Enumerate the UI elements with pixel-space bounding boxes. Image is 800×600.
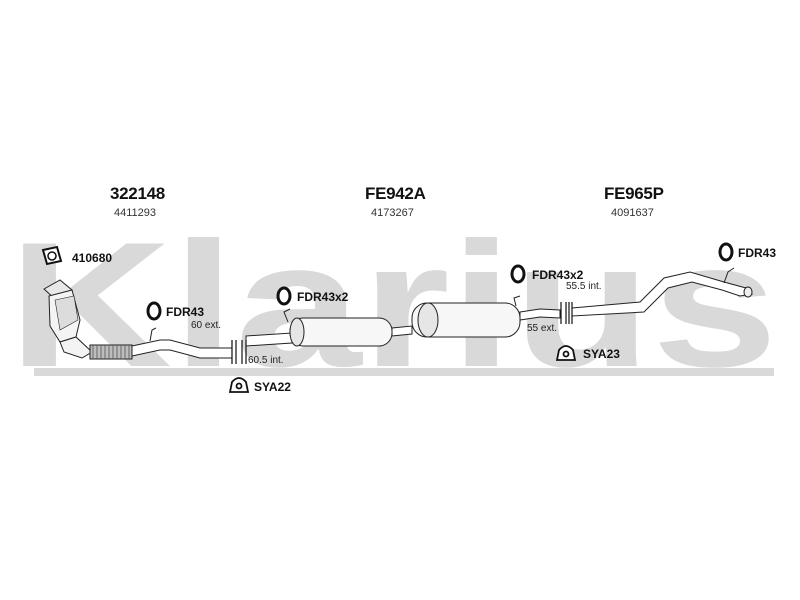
front-pipe-assembly [43, 279, 233, 360]
clamp-icon [555, 345, 577, 361]
joint-markers [231, 302, 573, 364]
part-number-centre: FE942A [365, 184, 426, 203]
part-number-front: 322148 [110, 184, 165, 203]
oem-number-centre: 4173267 [371, 207, 414, 219]
dimension-60-5-int: 60.5 int. [248, 355, 284, 366]
watermark-underline [34, 368, 774, 376]
dimension-60-ext: 60 ext. [191, 320, 222, 331]
oem-number-front: 4411293 [114, 207, 157, 219]
accessory-label-gasket: 410680 [72, 251, 113, 265]
clamp-icon [228, 377, 250, 393]
centre-silencer-assembly [245, 308, 413, 347]
rubber-mount-icon [510, 264, 526, 284]
accessory-label-mount-centre: FDR43x2 [297, 290, 349, 304]
accessory-label-clamp-rear: SYA23 [583, 347, 620, 361]
gasket-icon [41, 245, 63, 266]
rubber-mount-icon [276, 286, 292, 306]
accessory-label-clamp-front: SYA22 [254, 380, 291, 394]
oem-number-rear: 4091637 [611, 207, 654, 219]
dimension-55-5-int: 55.5 int. [566, 281, 602, 292]
rubber-mount-icon [146, 301, 162, 321]
accessory-label-mount-rear: FDR43x2 [532, 268, 584, 282]
rear-silencer-assembly [411, 267, 754, 338]
accessory-label-mount-front: FDR43 [166, 305, 205, 319]
dimension-55-ext: 55 ext. [527, 323, 558, 334]
rubber-mount-icon [718, 242, 734, 262]
accessory-label-mount-tail: FDR43 [738, 246, 777, 260]
part-number-rear: FE965P [604, 184, 664, 203]
